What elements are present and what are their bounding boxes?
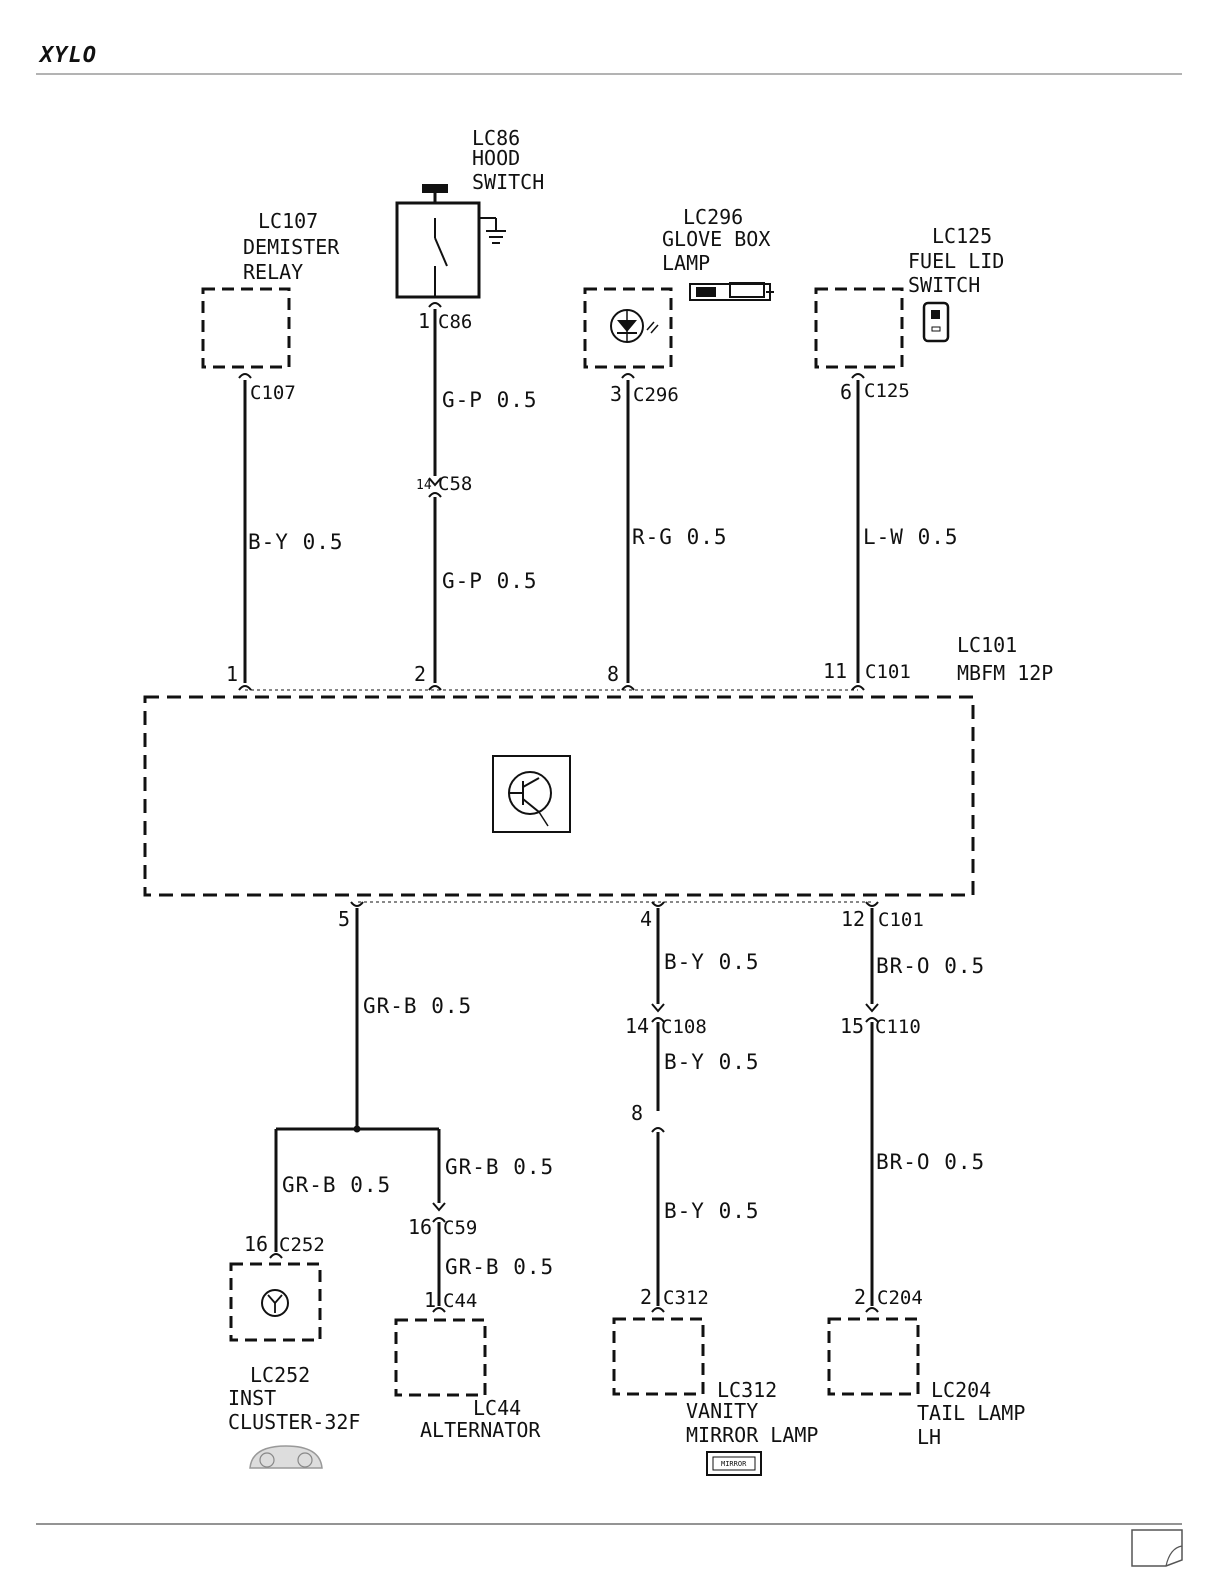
wire-label-grb-left: GR-B 0.5	[282, 1173, 391, 1197]
brand-logo: XYLO	[38, 43, 97, 68]
svg-text:MBFM 12P: MBFM 12P	[957, 661, 1053, 685]
svg-text:ALTERNATOR: ALTERNATOR	[420, 1418, 541, 1442]
demister-relay: LC107 DEMISTER RELAY	[201, 209, 340, 369]
mbfm-pin-11: 11	[823, 659, 847, 683]
mbfm-pin-12: 12	[841, 907, 865, 931]
mirror-lamp-part-icon: MIRROR	[706, 1451, 762, 1476]
svg-text:LC125: LC125	[932, 224, 992, 248]
svg-text:MIRROR: MIRROR	[721, 1460, 747, 1468]
connector-c204-pin: 2	[854, 1285, 866, 1309]
connector-c44: C44	[443, 1290, 477, 1312]
svg-text:LH: LH	[917, 1425, 941, 1449]
wire-label-bro-b: BR-O 0.5	[876, 1150, 985, 1174]
wire-label-by-a: B-Y 0.5	[664, 950, 760, 974]
tail-lamp-lh: LC204 TAIL LAMP LH	[827, 1317, 1025, 1449]
svg-text:LAMP: LAMP	[662, 251, 710, 275]
cluster-gauge-icon	[261, 1289, 289, 1317]
connector-c110: C110	[875, 1016, 921, 1038]
svg-text:VANITY: VANITY	[686, 1399, 758, 1423]
connector-c86: C86	[438, 311, 472, 333]
glove-box-lamp: LC296 GLOVE BOX LAMP	[583, 205, 774, 369]
alternator: LC44 ALTERNATOR	[394, 1318, 541, 1442]
connector-c252: C252	[279, 1234, 325, 1256]
wire-label-gp-lower: G-P 0.5	[442, 569, 538, 593]
wire-label-bro-a: BR-O 0.5	[876, 954, 985, 978]
svg-text:HOOD: HOOD	[472, 146, 520, 170]
wire-label-by-c: B-Y 0.5	[664, 1199, 760, 1223]
connector-c108-pin: 14	[625, 1014, 649, 1038]
inst-cluster: LC252 INST CLUSTER-32F	[228, 1262, 360, 1469]
svg-text:RELAY: RELAY	[243, 260, 303, 284]
mbfm-pin-4: 4	[640, 907, 652, 931]
bottom-wires	[274, 908, 874, 1306]
connector-c58-pin: 14	[416, 478, 432, 493]
connector-c296-pin: 3	[610, 382, 622, 406]
wire-label-grb-right: GR-B 0.5	[445, 1155, 554, 1179]
connector-c86-pin: 1	[418, 309, 430, 333]
svg-text:GLOVE BOX: GLOVE BOX	[662, 227, 770, 251]
instrument-cluster-part-icon	[249, 1445, 323, 1469]
connector-c44-pin: 1	[424, 1288, 436, 1312]
vanity-mirror-lamp: LC312 VANITY MIRROR LAMP MIRROR	[612, 1317, 818, 1476]
svg-text:LC107: LC107	[258, 209, 318, 233]
svg-text:LC252: LC252	[250, 1363, 310, 1387]
ground-icon	[479, 217, 506, 244]
connector-c110-pin: 15	[840, 1014, 864, 1038]
transistor-icon	[492, 755, 571, 833]
svg-text:FUEL LID: FUEL LID	[908, 249, 1004, 273]
bottom-connector-arcs	[269, 901, 879, 1313]
connector-c125-pin: 6	[840, 380, 852, 404]
svg-text:LC204: LC204	[931, 1378, 991, 1402]
hood-switch: LC86 HOOD SWITCH	[395, 126, 544, 299]
svg-text:SWITCH: SWITCH	[908, 273, 980, 297]
connector-c108: C108	[661, 1016, 707, 1038]
connector-c312: C312	[663, 1287, 709, 1309]
wire-label-grb-main: GR-B 0.5	[363, 994, 472, 1018]
svg-text:LC86: LC86	[472, 126, 520, 150]
connector-c101-top: C101	[865, 661, 911, 683]
fuel-lid-switch: LC125 FUEL LID SWITCH	[814, 224, 1004, 369]
svg-text:SWITCH: SWITCH	[472, 170, 544, 194]
top-wires	[243, 309, 860, 683]
connector-c59-pin: 16	[408, 1215, 432, 1239]
svg-text:LC44: LC44	[473, 1396, 521, 1420]
connector-c204: C204	[877, 1287, 923, 1309]
svg-text:DEMISTER: DEMISTER	[243, 235, 340, 259]
svg-text:INST: INST	[228, 1386, 276, 1410]
wire-label-lw: L-W 0.5	[863, 525, 959, 549]
mbfm-module: LC101 MBFM 12P	[143, 633, 1053, 903]
wire-label-by-1: B-Y 0.5	[248, 530, 344, 554]
wire-label-gp-upper: G-P 0.5	[442, 388, 538, 412]
glove-box-lamp-part-icon	[689, 282, 774, 301]
svg-text:LC101: LC101	[957, 633, 1017, 657]
connector-c252-pin: 16	[244, 1232, 268, 1256]
wire-label-grb-alt: GR-B 0.5	[445, 1255, 554, 1279]
connector-c296: C296	[633, 384, 679, 406]
mbfm-pin-1: 1	[226, 662, 238, 686]
connector-c125: C125	[864, 380, 910, 402]
connector-c59: C59	[443, 1217, 477, 1239]
connector-c58: C58	[438, 473, 472, 495]
mbfm-pin-2: 2	[414, 662, 426, 686]
led-lamp-icon	[610, 309, 659, 343]
wire-label-by-b: B-Y 0.5	[664, 1050, 760, 1074]
inline-pin-8: 8	[631, 1101, 643, 1125]
fuel-lid-switch-part-icon	[922, 301, 950, 343]
wire-label-rg: R-G 0.5	[632, 525, 728, 549]
splice-point	[353, 1125, 361, 1133]
top-connector-arcs	[238, 302, 865, 691]
connector-c312-pin: 2	[640, 1285, 652, 1309]
svg-text:LC312: LC312	[717, 1378, 777, 1402]
page-curl-icon	[1131, 1529, 1183, 1567]
svg-text:LC296: LC296	[683, 205, 743, 229]
svg-text:CLUSTER-32F: CLUSTER-32F	[228, 1410, 360, 1434]
connector-c107: C107	[250, 382, 296, 404]
mbfm-pin-5: 5	[338, 907, 350, 931]
svg-text:MIRROR LAMP: MIRROR LAMP	[686, 1423, 818, 1447]
mbfm-pin-8: 8	[607, 662, 619, 686]
svg-text:TAIL LAMP: TAIL LAMP	[917, 1401, 1025, 1425]
connector-c101-bottom: C101	[878, 909, 924, 931]
